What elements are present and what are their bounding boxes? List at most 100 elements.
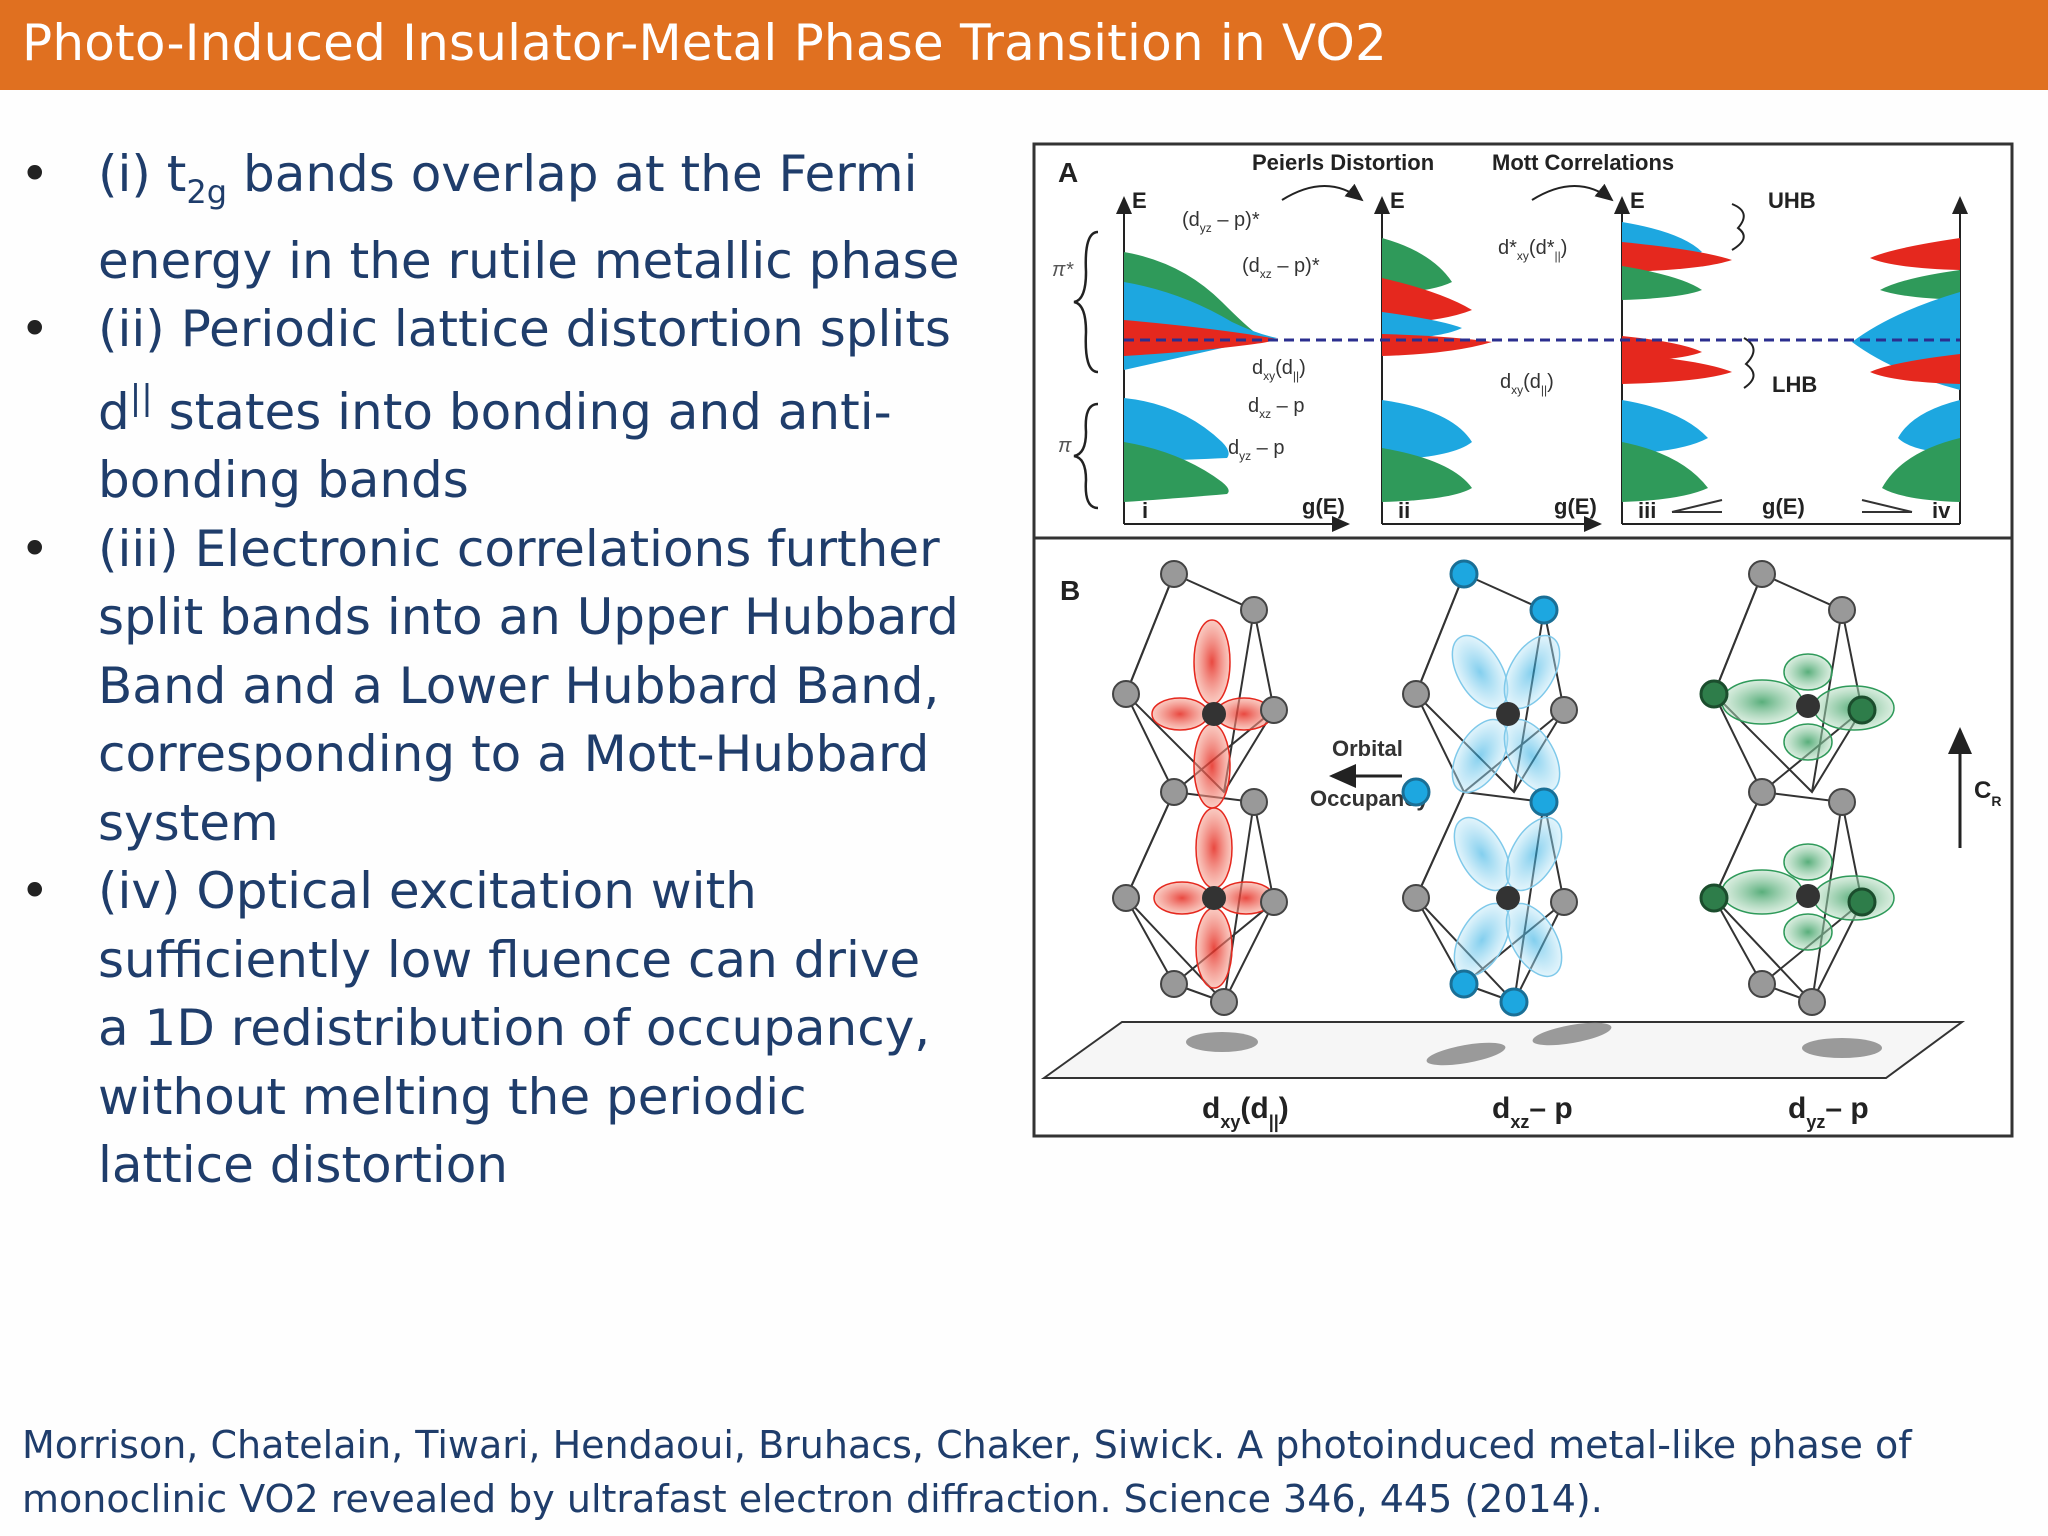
- lhb-label: LHB: [1772, 372, 1817, 397]
- slide-title: Photo-Induced Insulator-Metal Phase Tran…: [22, 14, 1388, 72]
- energy-axis-label: E: [1630, 188, 1645, 213]
- bullet-item-3: • (iii) Electronic correlations further …: [20, 515, 960, 858]
- orbital-lobe-green: [1721, 679, 1803, 725]
- bullet-item-4: • (iv) Optical excitation with sufficien…: [20, 857, 960, 1200]
- orbital-lobe-red: [1193, 619, 1231, 705]
- roman-i: i: [1142, 498, 1148, 523]
- bullet-superscript: ||: [129, 377, 153, 418]
- panel-b: B Orbital Occupan: [1040, 559, 2001, 1132]
- orbital-lobe-red: [1193, 723, 1231, 809]
- orbital-label-dxy: dxy(d||): [1202, 1092, 1289, 1132]
- bullet-text: bands overlap at the Fermi energy in the…: [98, 145, 960, 290]
- bullet-text: (iii) Electronic correlations further sp…: [98, 519, 959, 852]
- dos-i-green-lower: [1124, 442, 1229, 502]
- uhb-label: UHB: [1768, 188, 1816, 213]
- brace-pi: [1073, 402, 1099, 510]
- v-atom: [1202, 702, 1226, 726]
- orbital-lobe-red: [1195, 807, 1233, 889]
- dos-iii-red-lhb: [1622, 336, 1702, 362]
- orbital-lobe-green: [1783, 913, 1833, 951]
- dos-ii-green-lower: [1382, 448, 1472, 502]
- uhb-brace: [1731, 203, 1745, 251]
- label-dxy-lower: dxy(d||): [1500, 371, 1554, 397]
- vo2-figure: A Peierls Distortion Mott Correlations E…: [1032, 142, 2014, 1138]
- o-atoms: [1748, 560, 1856, 1016]
- v-atom: [1202, 886, 1226, 910]
- dos-ii-blue-lower: [1382, 400, 1472, 460]
- bullet-text: (iv) Optical excitation with sufficientl…: [98, 862, 931, 1194]
- orbital-lobe-red: [1195, 907, 1233, 989]
- panel-b-label: B: [1060, 575, 1080, 606]
- dos-iii-blue-lower: [1622, 400, 1708, 454]
- projection-dyz: [1802, 1038, 1882, 1058]
- increasing-icon: [1861, 499, 1913, 513]
- o-atoms-green: [1699, 679, 1877, 917]
- bullet-text: states into bonding and anti-bonding ban…: [98, 382, 892, 510]
- dos-iv-green-upper: [1880, 270, 1960, 300]
- label-dxy-d-parallel: dxy(d||): [1252, 357, 1306, 383]
- o-atoms-blue: [1401, 559, 1559, 1017]
- orbital-lobe-red: [1153, 881, 1211, 915]
- dos-ii-red-upper: [1382, 278, 1472, 324]
- label-dyz-p-star: (dyz – p)*: [1182, 209, 1260, 235]
- brace-pi-star: [1073, 230, 1099, 374]
- dos-axis-label: g(E): [1554, 494, 1597, 519]
- bullet-item-2: • (ii) Periodic lattice distortion split…: [20, 295, 960, 515]
- bullet-text: (i) t: [98, 145, 187, 203]
- label-dyz-p: dyz – p: [1228, 437, 1284, 463]
- bullet-text: (ii) Periodic lattice distortion splits …: [98, 300, 951, 441]
- orbital-lobe-green: [1783, 653, 1833, 691]
- label-dxy-star: d*xy(d*||): [1498, 237, 1567, 263]
- o-atoms: [1402, 680, 1578, 916]
- mott-arrow-icon: [1531, 183, 1614, 202]
- mott-label: Mott Correlations: [1492, 150, 1674, 175]
- roman-iii: iii: [1638, 498, 1656, 523]
- orbital-lobe-red: [1151, 697, 1209, 731]
- dos-iii-green-uhb: [1622, 266, 1702, 300]
- dos-iii-red-uhb: [1622, 242, 1732, 272]
- dos-iii-green-lower: [1622, 442, 1708, 502]
- bullet-marker: •: [20, 862, 50, 920]
- orbital-label-dyz: dyz– p: [1788, 1092, 1869, 1132]
- dos-iv-green-lower: [1882, 438, 1960, 502]
- roman-iv: iv: [1932, 498, 1951, 523]
- orbital-label: Orbital: [1332, 736, 1403, 761]
- roman-ii: ii: [1398, 498, 1410, 523]
- bullet-list: • (i) t2g bands overlap at the Fermi ene…: [20, 140, 960, 1200]
- dos-iv-blue-lower: [1898, 400, 1960, 454]
- orbital-lobe-green: [1783, 843, 1833, 881]
- label-dxz-p: dxz – p: [1248, 395, 1304, 421]
- dos-iv-red-lower: [1870, 354, 1960, 384]
- title-bar: Photo-Induced Insulator-Metal Phase Tran…: [0, 0, 2048, 90]
- peierls-arrow-icon: [1281, 183, 1364, 202]
- bullet-item-1: • (i) t2g bands overlap at the Fermi ene…: [20, 140, 960, 295]
- decreasing-icon: [1671, 499, 1723, 513]
- orbital-lobe-green: [1721, 869, 1803, 915]
- o-atoms: [1112, 560, 1288, 1016]
- bullet-marker: •: [20, 300, 50, 358]
- energy-axis-label: E: [1390, 188, 1405, 213]
- v-atom: [1796, 694, 1820, 718]
- v-atom: [1796, 884, 1820, 908]
- label-dxz-p-star: (dxz – p)*: [1242, 255, 1320, 281]
- orbital-lobe-green: [1783, 723, 1833, 761]
- dos-ii-green-upper: [1382, 238, 1452, 294]
- bullet-subscript: 2g: [186, 173, 228, 211]
- pi-star-label: π*: [1052, 259, 1074, 281]
- dos-i-blue-lower: [1124, 398, 1229, 462]
- projection-dxz: [1426, 1042, 1506, 1066]
- panel-a-label: A: [1058, 157, 1078, 188]
- projection-dxz-2: [1532, 1022, 1612, 1046]
- citation-line-2: monoclinic VO2 revealed by ultrafast ele…: [22, 1477, 1603, 1521]
- dos-iv-red-upper: [1870, 238, 1960, 270]
- bullet-marker: •: [20, 145, 50, 203]
- energy-axis-label: E: [1132, 188, 1147, 213]
- v-atom: [1496, 886, 1520, 910]
- dos-i-red: [1124, 320, 1277, 356]
- c-axis-label: CR: [1974, 777, 2001, 809]
- citation: Morrison, Chatelain, Tiwari, Hendaoui, B…: [22, 1418, 2022, 1526]
- dos-iii-red-lhb2: [1622, 354, 1732, 384]
- dos-ii-blue-mid: [1382, 312, 1462, 340]
- lhb-brace: [1743, 337, 1755, 389]
- dos-axis-label: g(E): [1302, 494, 1345, 519]
